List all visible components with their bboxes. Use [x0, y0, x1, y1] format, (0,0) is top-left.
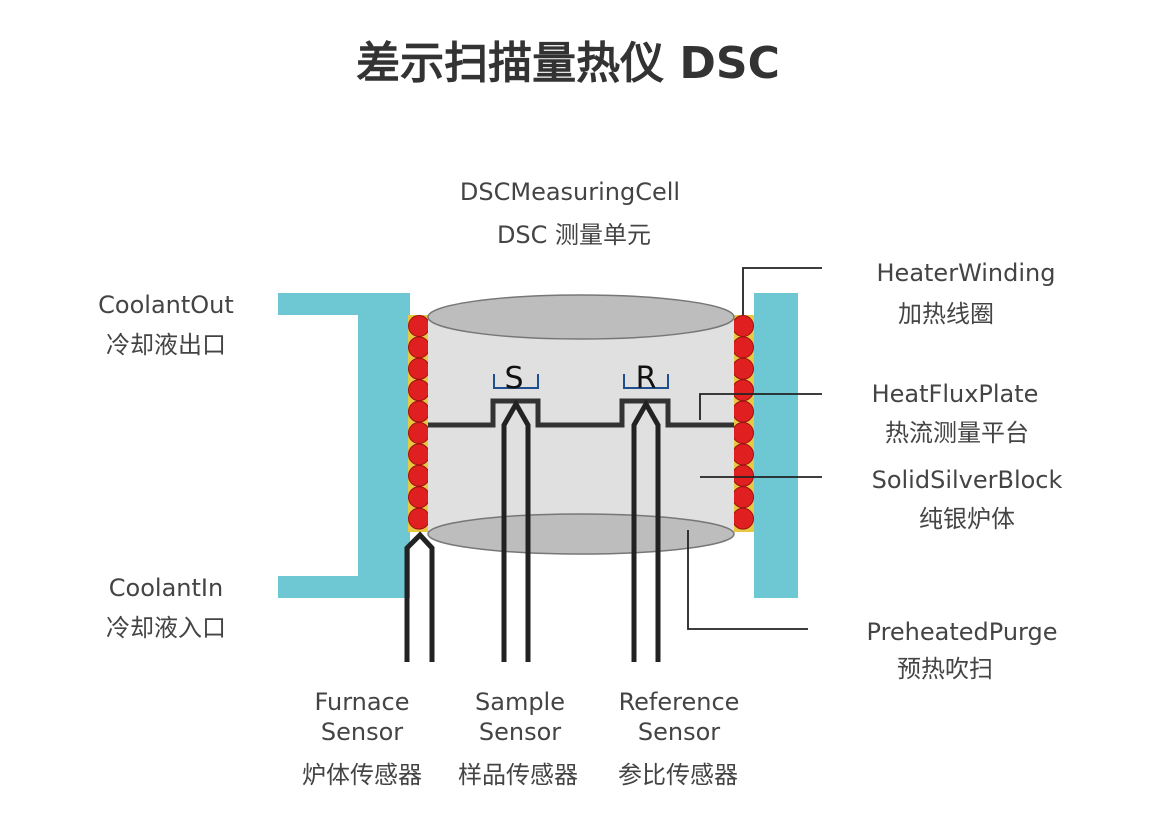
heater-coil-turn [408, 400, 430, 423]
heater-coil-turn [732, 357, 754, 380]
heater-coil-turn [732, 443, 754, 466]
coolant-out-label-cn: 冷却液出口 [106, 331, 226, 359]
reference-sensor-label-cn: 参比传感器 [618, 761, 738, 789]
furnace-sensor-label-cn: 炉体传感器 [302, 761, 422, 789]
sample-pan-bracket [493, 374, 539, 389]
sample-sensor-label-line1: Sample [475, 688, 565, 716]
measuring-cell-label-cn: DSC 测量单元 [497, 221, 651, 249]
coolant-channel-left [278, 293, 410, 598]
heater-coil-turn [732, 336, 754, 359]
sample-sensor-label-cn: 样品传感器 [458, 761, 578, 789]
heater-winding-label-en: HeaterWinding [877, 259, 1056, 287]
diagram-title: 差示扫描量热仪 DSC [356, 38, 780, 89]
sample-mark: S [504, 361, 523, 396]
heater-coil-turn [732, 400, 754, 423]
sample-sensor-wire [501, 398, 531, 662]
heater-coil-turn [732, 507, 754, 530]
furnace-sensor-wire [404, 531, 435, 662]
heater-coil-turn [408, 379, 430, 402]
coolant-jacket-right [754, 293, 798, 598]
heater-coil-turn [732, 464, 754, 487]
heater-winding-leader [742, 267, 822, 315]
heater-coil-turn [408, 507, 430, 530]
coolant-jacket-left [358, 293, 410, 598]
silver-block-label-en: SolidSilverBlock [872, 466, 1063, 494]
preheated-purge-leader [687, 530, 808, 630]
reference-mark: R [636, 361, 657, 396]
heater-coil-turn [732, 379, 754, 402]
heater-coils-left [408, 315, 430, 530]
heater-coil-turn [408, 336, 430, 359]
furnace-sensor-label-line1: Furnace [314, 688, 409, 716]
heater-coils-right [732, 315, 754, 530]
measuring-cell-label-en: DSCMeasuringCell [460, 178, 680, 206]
sample-sensor-label-line2: Sensor [479, 718, 561, 746]
preheated-purge-label-en: PreheatedPurge [867, 618, 1058, 646]
heater-coil-turn [408, 486, 430, 509]
furnace-sensor-label-line2: Sensor [321, 718, 403, 746]
coolant-in-label-cn: 冷却液入口 [106, 614, 226, 642]
heat-flux-plate-label-en: HeatFluxPlate [872, 380, 1039, 408]
heater-coil-turn [732, 486, 754, 509]
silver-block-label-cn: 纯银炉体 [919, 505, 1015, 533]
preheated-purge-label-cn: 预热吹扫 [897, 655, 993, 683]
heater-coil-turn [408, 422, 430, 444]
reference-pan-bracket [623, 374, 669, 389]
reference-sensor-label-line1: Reference [619, 688, 740, 716]
heater-winding-label-cn: 加热线圈 [898, 300, 994, 328]
heater-coil-turn [408, 464, 430, 487]
heater-coil-turn [408, 357, 430, 380]
heater-coil-turn [732, 422, 754, 444]
heater-coil-turn [408, 443, 430, 466]
heat-flux-plate-leader [699, 393, 822, 420]
coolant-in-label-en: CoolantIn [109, 574, 223, 602]
heater-coil-turn [732, 315, 754, 337]
heat-flux-plate-label-cn: 热流测量平台 [885, 419, 1029, 447]
reference-sensor-wire [631, 398, 661, 662]
heater-coil-turn [408, 315, 430, 337]
coolant-out-label-en: CoolantOut [98, 291, 234, 319]
coolant-in-pipe [278, 576, 410, 598]
heat-flux-plate [428, 398, 734, 428]
reference-sensor-label-line2: Sensor [638, 718, 720, 746]
cylinder-top-cap [427, 294, 735, 340]
